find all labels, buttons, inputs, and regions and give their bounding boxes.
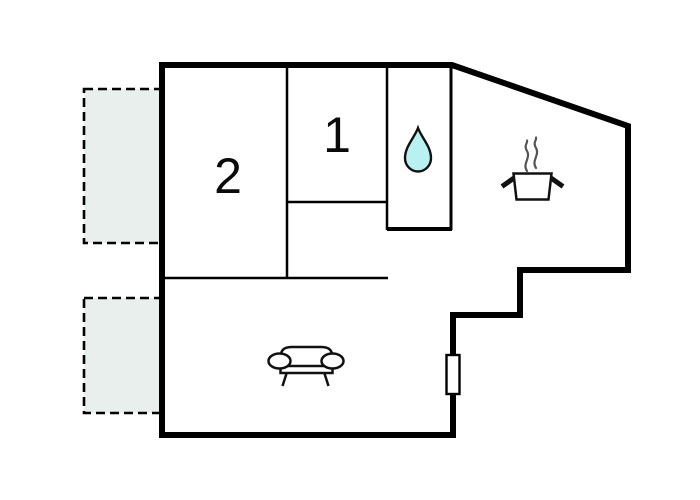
pot-body	[512, 172, 553, 201]
pot-handle-right	[549, 175, 565, 189]
terrace-top	[82, 87, 165, 245]
sofa-icon	[267, 345, 345, 387]
entrance-door	[445, 353, 461, 396]
water-drop-icon	[403, 124, 433, 173]
sofa-armrest-left	[267, 352, 292, 370]
outer-wall	[159, 62, 631, 438]
sofa-leg-left	[281, 371, 289, 387]
terrace-bottom	[82, 296, 165, 415]
sofa-armrest-right	[320, 352, 345, 370]
steam-line-right	[533, 136, 539, 170]
steam-line-left	[524, 139, 530, 173]
room-2-label: 2	[214, 148, 242, 204]
room-1-label: 1	[323, 107, 351, 163]
sofa-leg-right	[322, 371, 330, 387]
cooking-pot-icon	[500, 136, 565, 201]
pot-handle-left	[500, 175, 516, 189]
